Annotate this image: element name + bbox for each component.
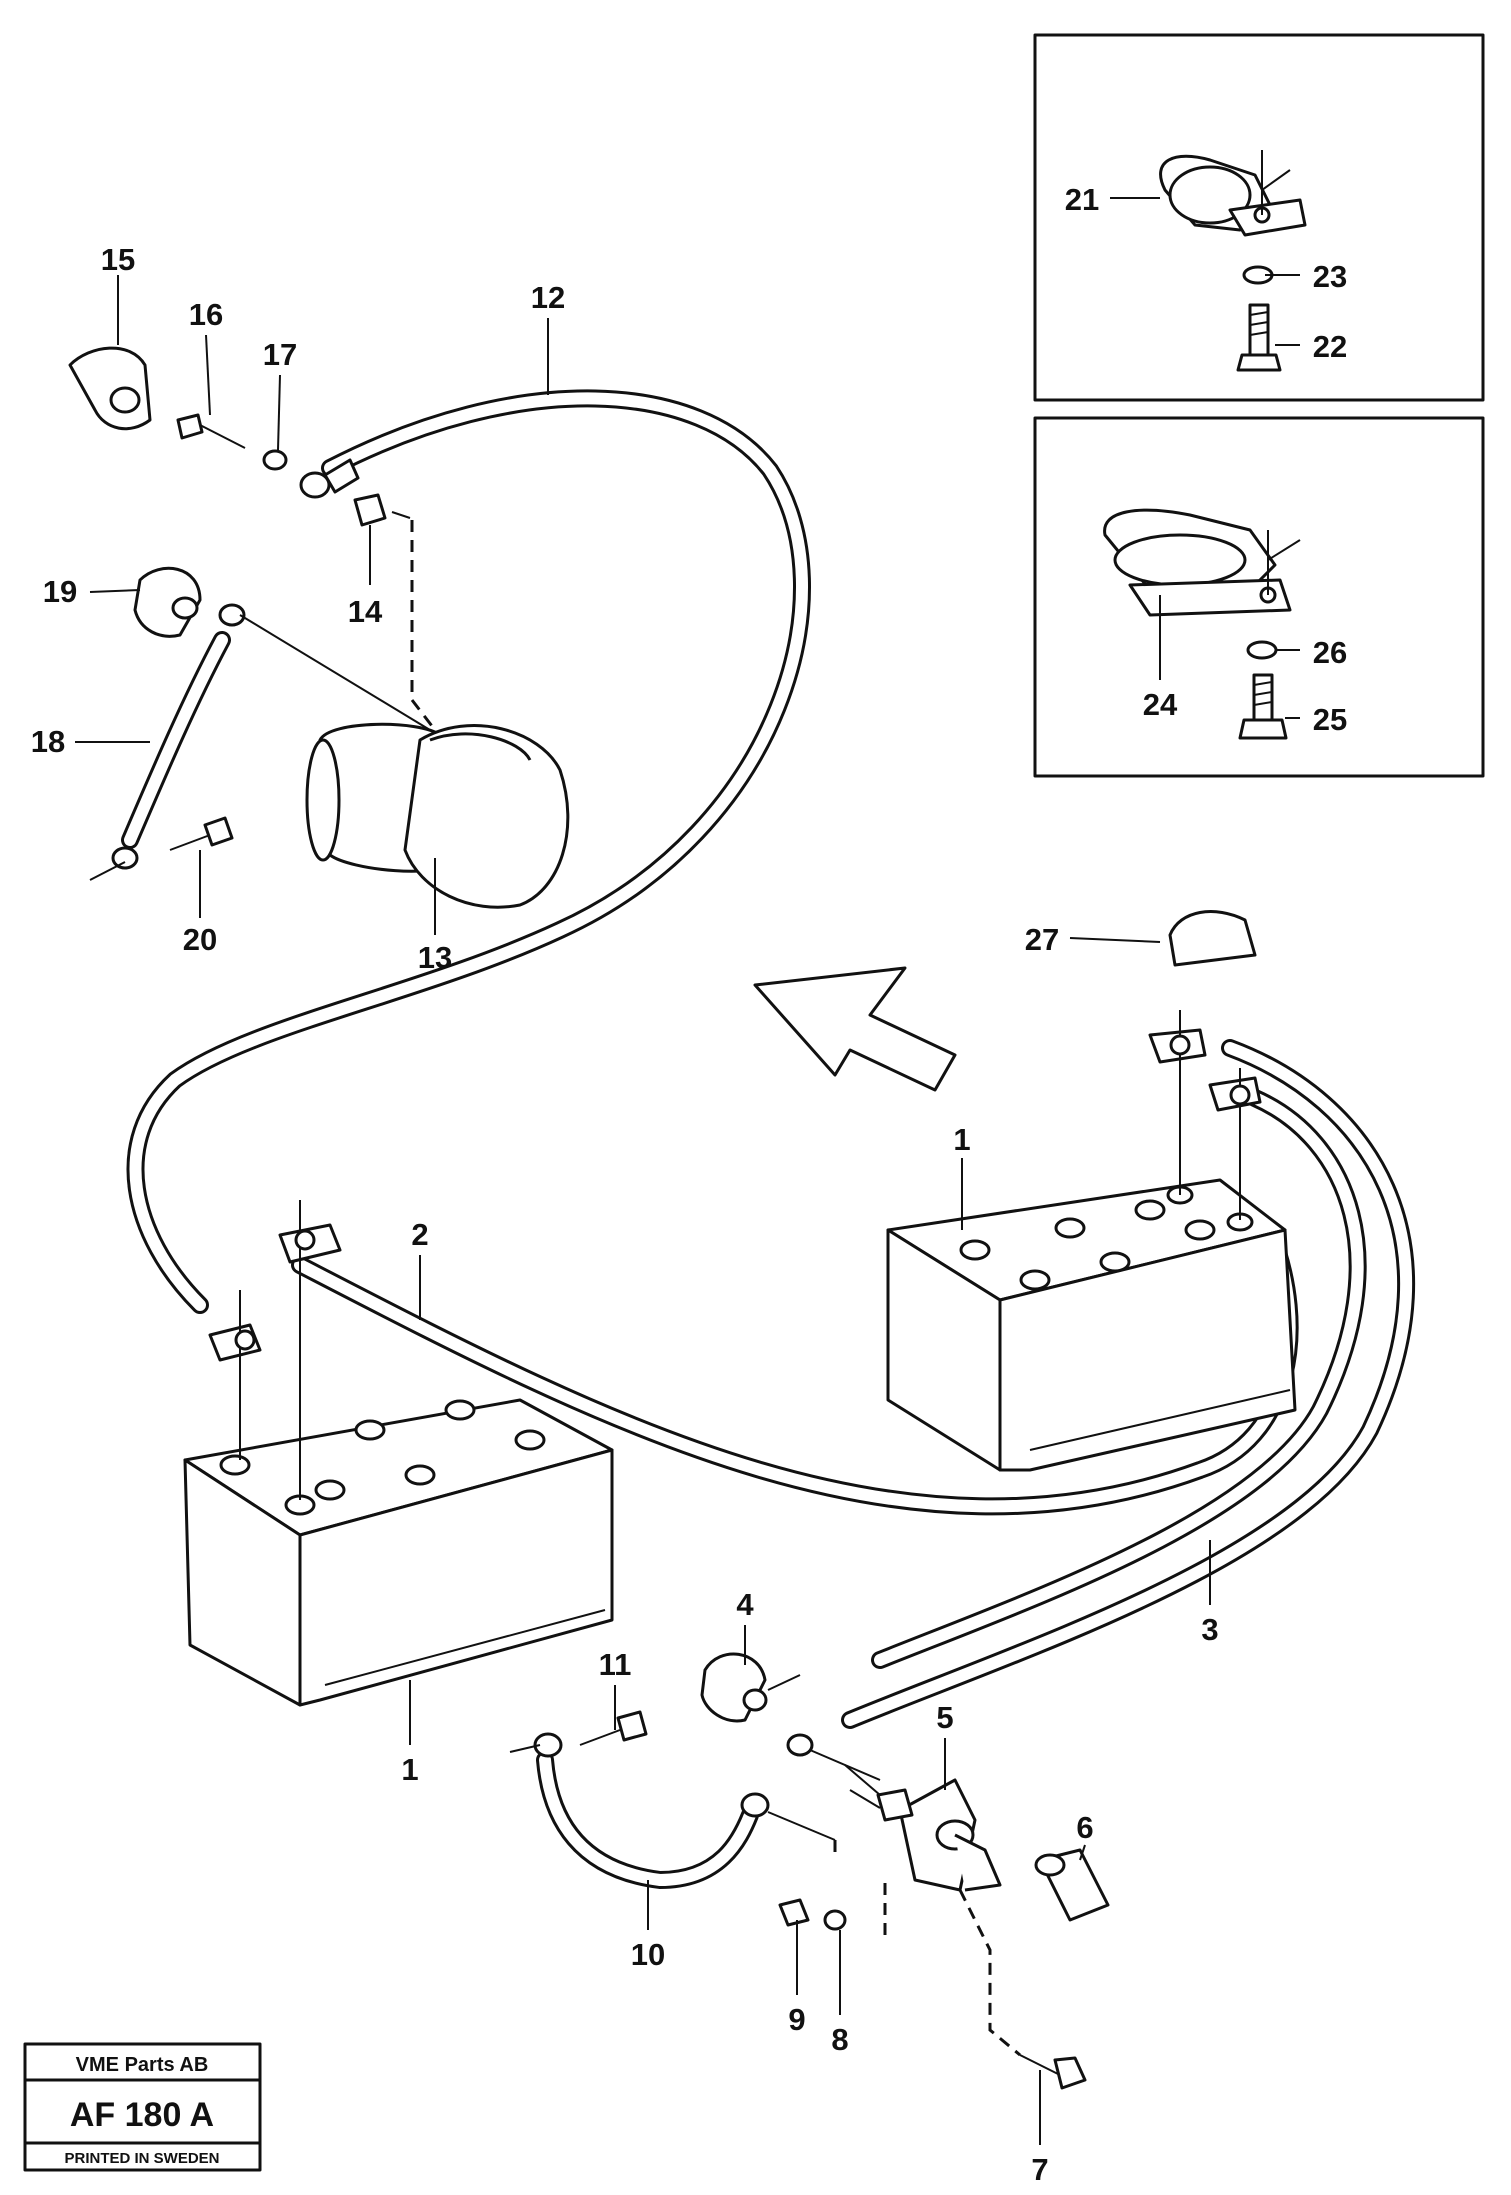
battery-switch-5	[844, 1764, 1002, 1892]
starter-motor-13	[305, 722, 570, 909]
terminal-clamp-right-a	[1148, 1010, 1207, 1195]
washer-17	[262, 449, 288, 471]
callout-25: 25	[1313, 702, 1347, 737]
callout-4: 4	[736, 1587, 754, 1622]
callout-10: 10	[631, 1937, 665, 1972]
callout-19: 19	[43, 574, 77, 609]
clamp-a	[1159, 150, 1307, 237]
bolt-7	[1019, 2054, 1087, 2090]
callout-13: 13	[418, 940, 452, 975]
leader-lines	[75, 197, 1300, 2145]
terminal-cover-27	[1168, 910, 1257, 967]
callout-14: 14	[348, 594, 383, 629]
callout-5: 5	[936, 1700, 953, 1735]
callout-9: 9	[788, 2002, 805, 2037]
nut-14	[353, 493, 387, 527]
lug-cable-3	[786, 1733, 881, 1781]
bolt-25	[1238, 673, 1288, 740]
callout-11: 11	[599, 1647, 632, 1682]
stamp-company: VME Parts AB	[76, 2054, 209, 2076]
bolt-22	[1236, 303, 1282, 372]
battery-right	[886, 1178, 1297, 1472]
boot-15	[68, 346, 152, 431]
callout-15: 15	[101, 242, 135, 277]
callout-26: 26	[1313, 635, 1347, 670]
nut-16	[176, 413, 246, 449]
callout-7: 7	[1031, 2152, 1048, 2187]
stamp-code: AF 180 A	[70, 2096, 214, 2134]
callout-17: 17	[263, 337, 297, 372]
callout-20: 20	[183, 922, 217, 957]
callout-8: 8	[831, 2022, 848, 2057]
callout-24: 24	[1143, 687, 1178, 722]
cable-10	[533, 1732, 770, 1890]
callout-23: 23	[1313, 259, 1347, 294]
bolt-11	[579, 1710, 648, 1746]
callout-22: 22	[1313, 329, 1347, 364]
callout-6: 6	[1076, 1810, 1093, 1845]
terminal-clamp-right-b	[1208, 1068, 1262, 1220]
battery-left	[183, 1398, 614, 1707]
stamp-printed: PRINTED IN SWEDEN	[64, 2150, 219, 2167]
detail-box-clamp-b	[1033, 416, 1485, 778]
direction-arrow	[753, 966, 957, 1092]
clamp-b	[1103, 508, 1301, 617]
callout-21: 21	[1065, 182, 1099, 217]
callout-1-right-battery: 1	[953, 1122, 970, 1157]
callout-12: 12	[531, 280, 565, 315]
callout-18: 18	[31, 724, 65, 759]
washer-26	[1246, 640, 1278, 660]
parts-stamp: VME Parts AB AF 180 A PRINTED IN SWEDEN	[23, 2042, 262, 2172]
cable-18	[111, 603, 246, 870]
callout-16: 16	[189, 297, 223, 332]
lug-cable-12	[299, 458, 360, 499]
callout-1-left-battery: 1	[401, 1752, 418, 1787]
detail-box-clamp-a	[1033, 33, 1485, 402]
callout-2: 2	[411, 1217, 428, 1252]
bolt-20	[169, 816, 234, 851]
terminal-clamp-left-a	[208, 1290, 262, 1460]
washer-8	[823, 1909, 847, 1931]
callout-3: 3	[1201, 1612, 1218, 1647]
knob-6	[1034, 1848, 1110, 1922]
terminal-clamp-left-b	[278, 1200, 342, 1500]
nut-9	[778, 1898, 810, 1927]
callout-27: 27	[1025, 922, 1059, 957]
